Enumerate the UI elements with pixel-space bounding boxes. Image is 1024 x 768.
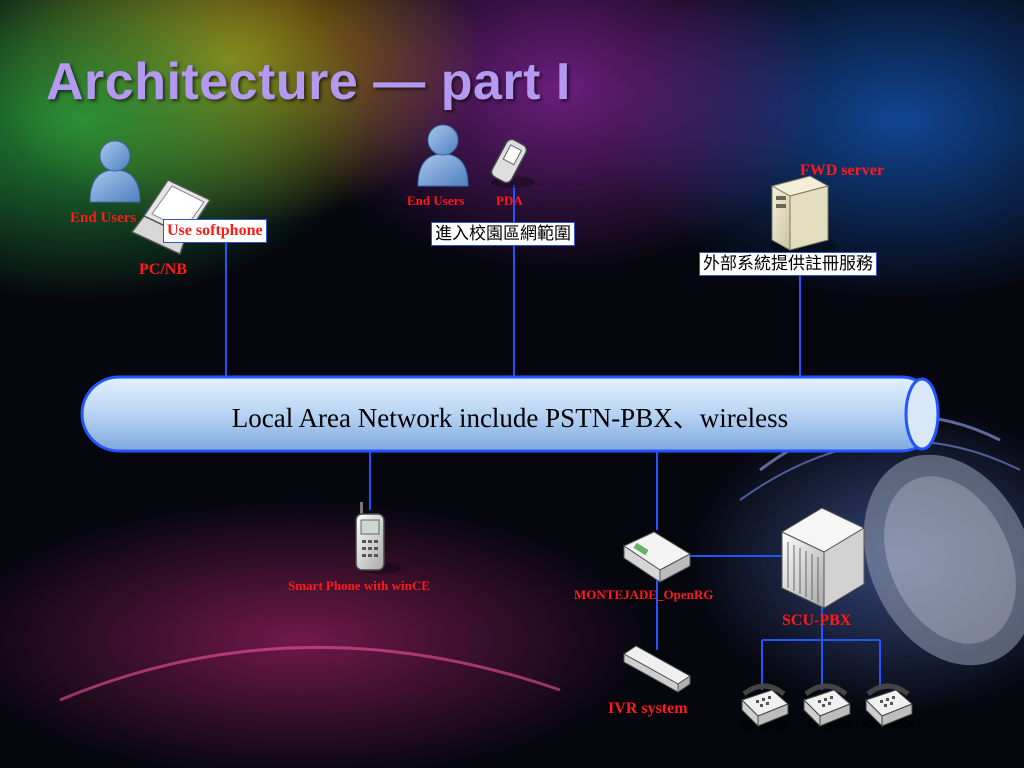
slide-title: Architecture — part I	[46, 53, 571, 111]
ivr-device-icon	[623, 645, 691, 693]
montejade-label: MONTEJADE_OpenRG	[574, 587, 714, 602]
ivr-system-label: IVR system	[608, 700, 688, 717]
fwd-server-label: FWD server	[800, 162, 884, 179]
smartphone-icon	[355, 502, 402, 574]
use-softphone-label: Use softphone	[163, 219, 267, 243]
external-registration-label: 外部系統提供註冊服務	[699, 252, 877, 276]
end-users-top-label: End Users	[407, 193, 465, 208]
smart-phone-label: Smart Phone with winCE	[288, 578, 430, 593]
satellite-dish	[863, 454, 1024, 666]
lan-label: Local Area Network include PSTN-PBX、wire…	[231, 403, 789, 433]
pbx-server-icon	[780, 507, 866, 609]
telephone-icon	[738, 683, 790, 730]
router-icon	[622, 531, 692, 583]
pda-icon	[490, 138, 535, 188]
telephone-icon	[862, 683, 914, 730]
user-icon	[89, 140, 141, 203]
scu-pbx-label: SCU-PBX	[782, 612, 852, 629]
lan-tube	[80, 375, 940, 453]
telephone-icon	[800, 683, 852, 730]
user-icon	[417, 124, 469, 187]
pda-label: PDA	[496, 193, 523, 208]
end-users-left-label: End Users	[70, 210, 137, 226]
campus-network-label: 進入校園區網範圍	[431, 222, 575, 246]
server-icon	[770, 175, 838, 254]
pc-nb-label: PC/NB	[139, 261, 187, 278]
